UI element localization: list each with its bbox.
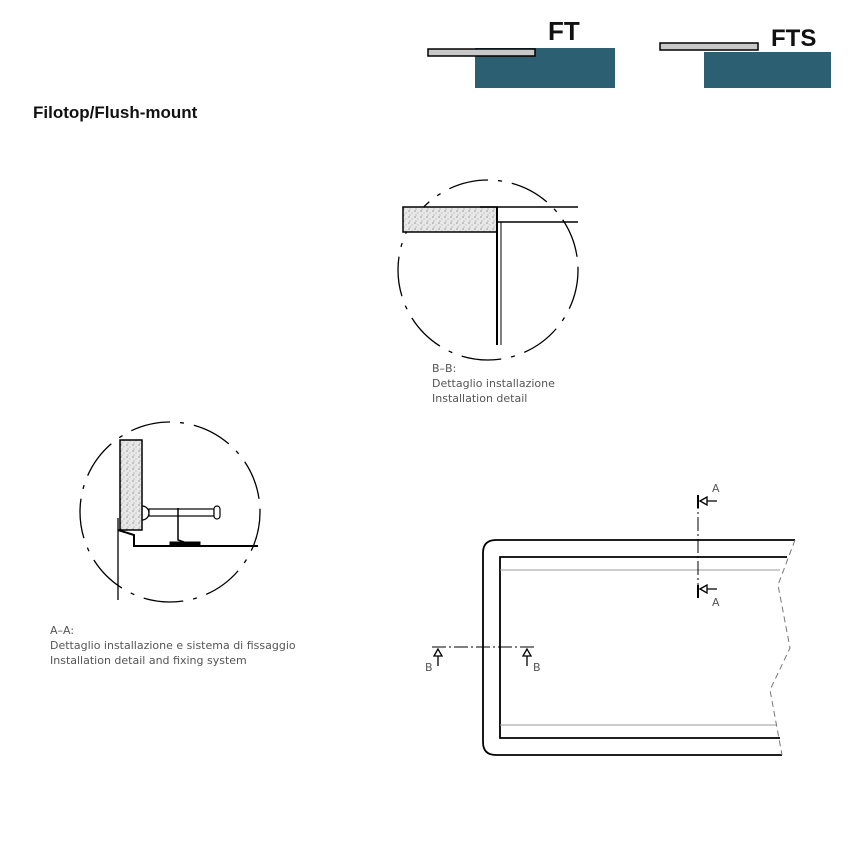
break-line <box>769 539 796 756</box>
section-a-label-top: A <box>712 482 720 495</box>
fts-plate <box>659 42 759 51</box>
panel-section <box>119 439 143 531</box>
fts-diagram: FTS <box>659 25 831 88</box>
fts-label: FTS <box>771 25 816 52</box>
section-b-label-right: B <box>533 661 541 674</box>
ft-plate <box>427 48 536 57</box>
section-b-label-left: B <box>425 661 433 674</box>
ft-label: FT <box>548 16 580 46</box>
fts-block <box>704 52 831 88</box>
detail-bb-title-it: Dettaglio installazione <box>432 377 555 390</box>
page-title: Filotop/Flush-mount <box>33 103 198 122</box>
panel-section <box>402 206 498 233</box>
detail-bb-code: B–B: <box>432 362 456 375</box>
detail-bb-title-en: Installation detail <box>432 392 527 405</box>
detail-aa-title-it: Dettaglio installazione e sistema di fis… <box>50 639 296 652</box>
detail-aa <box>79 421 261 603</box>
detail-circle <box>79 421 261 603</box>
detail-bb <box>397 179 579 361</box>
detail-aa-code: A–A: <box>50 624 74 637</box>
bolt-head <box>141 505 150 521</box>
bolt <box>148 508 215 517</box>
plan-view <box>432 495 796 756</box>
clip <box>177 508 185 543</box>
detail-circle <box>397 179 579 361</box>
detail-aa-title-en: Installation detail and fixing system <box>50 654 247 667</box>
ft-diagram: FT <box>427 16 615 88</box>
section-a-label-bottom: A <box>712 596 720 609</box>
